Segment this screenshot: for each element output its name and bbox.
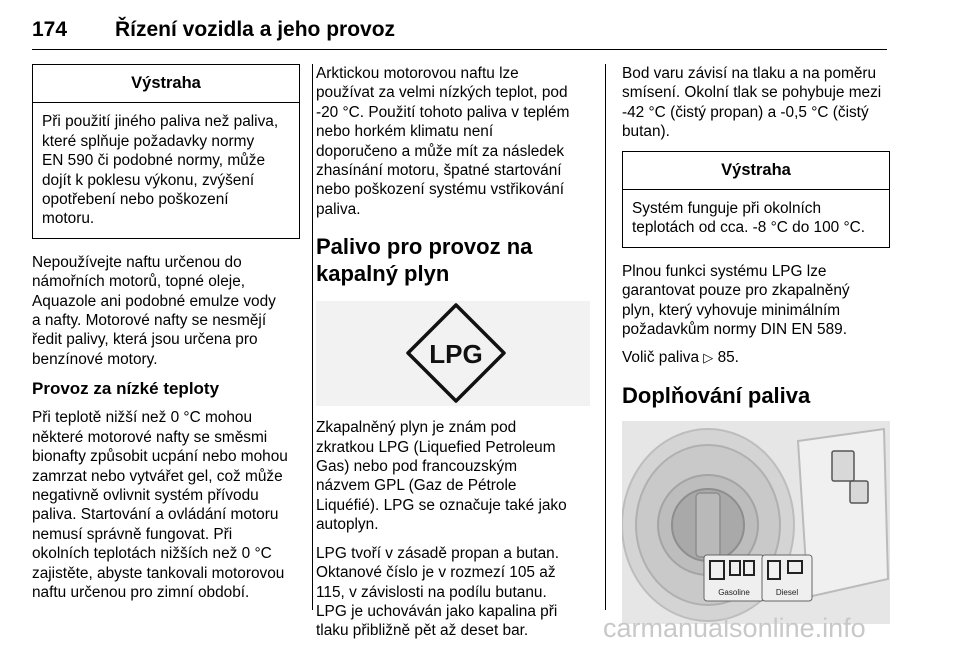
heading-line: Palivo pro provoz na — [316, 234, 533, 260]
text-line: Nepoužívejte naftu určenou do — [32, 253, 242, 271]
diesel-label-sticker: Diesel — [761, 554, 813, 602]
gasoline-label: Gasoline — [718, 588, 750, 597]
page-number: 174 — [32, 18, 68, 41]
text-line: -20 °C. Použití tohoto paliva v teplém — [316, 103, 570, 121]
column-divider — [605, 64, 606, 610]
text-line: požadavkům normy DIN EN 589. — [622, 321, 847, 339]
text-line: benzínové motory. — [32, 350, 158, 368]
fuel-selector-text: Volič paliva — [622, 349, 699, 367]
paragraph: Při teplotě nižší než 0 °C mohou některé… — [32, 408, 300, 602]
text-line: zkratkou LPG (Liquefied Petroleum — [316, 438, 556, 456]
watermark: carmanualsonline.info — [603, 613, 866, 643]
text-line: paliva. Startování a ovládání motoru — [32, 506, 279, 524]
text-line: smísení. Okolní tlak se pohybuje mezi — [622, 84, 882, 102]
paragraph: Zkapalněný plyn je znám pod zkratkou LPG… — [316, 418, 596, 534]
heading-refuelling: Doplňování paliva — [622, 382, 811, 408]
text-line: Liquéfié). LPG se označuje také jako — [316, 496, 567, 514]
warning-line: Systém funguje při okolních — [632, 200, 822, 218]
warning-title: Výstraha — [623, 152, 889, 191]
gasoline-label-sticker: Gasoline — [703, 554, 765, 602]
fuel-filler-illustration: Gasoline Diesel — [622, 420, 890, 624]
column-1: Výstraha Při použití jiného paliva než p… — [32, 64, 300, 611]
text-line: Aquazole ani podobné emulze vody — [32, 292, 276, 310]
paragraph: Bod varu závisí na tlaku a na poměru smí… — [622, 64, 890, 142]
text-line: garantovat pouze pro zkapalněný — [622, 282, 850, 300]
lpg-symbol-figure: LPG — [316, 301, 590, 407]
text-line: autoplyn. — [316, 516, 379, 534]
text-line: nebo poškození systému vstřikování — [316, 181, 565, 199]
text-line: okolních teplotách nižších než 0 °C — [32, 545, 272, 563]
text-line: Plnou funkci systému LPG lze — [622, 262, 827, 280]
heading-lpg-fuel: Palivo pro provoz na kapalný plyn — [316, 233, 596, 287]
text-line: Zkapalněný plyn je znám pod — [316, 419, 517, 437]
warning-text: Při použití jiného paliva než paliva, kt… — [33, 103, 299, 237]
paragraph: LPG tvoří v zásadě propan a butan. Oktan… — [316, 544, 596, 641]
text-line: plyn, který vyhovuje minimálním — [622, 301, 841, 319]
warning-line: dojít k poklesu výkonu, zvýšení — [42, 171, 255, 189]
warning-line: které splňuje požadavky normy — [42, 132, 255, 150]
warning-line: teplotách od cca. -8 °C do 100 °C. — [632, 219, 866, 237]
column-3: Bod varu závisí na tlaku a na poměru smí… — [622, 64, 890, 624]
warning-box: Výstraha Při použití jiného paliva než p… — [32, 64, 300, 239]
text-line: zamrzat nebo vytvářet gel, což může — [32, 467, 283, 485]
fuel-selector-reference: Volič paliva ▷ 85. — [622, 348, 890, 367]
text-line: paliva. — [316, 200, 361, 218]
text-line: zajistěte, abyste tankovali motorovou — [32, 564, 285, 582]
paragraph: Plnou funkci systému LPG lze garantovat … — [622, 262, 890, 340]
paragraph: Nepoužívejte naftu určenou do námořních … — [32, 253, 300, 369]
text-line: nebo horkém klimatu není — [316, 123, 494, 141]
warning-line: opotřebení nebo poškození — [42, 191, 229, 209]
warning-line: Při použití jiného paliva než paliva, — [42, 113, 279, 131]
text-line: používat za velmi nízkých teplot, pod — [316, 84, 568, 102]
header-divider — [32, 49, 887, 50]
subheading-low-temperature: Provoz za nízké teploty — [32, 379, 220, 399]
text-line: tlaku přibližně pět až deset bar. — [316, 622, 529, 640]
page-reference-triangle-icon[interactable]: ▷ — [703, 350, 714, 366]
lpg-diamond-icon: LPG — [406, 303, 506, 403]
text-line: zhasínání motoru, špatné startování — [316, 162, 562, 180]
fuel-filler-flap-photo: Gasoline Diesel — [622, 420, 890, 624]
warning-line: EN 590 či podobné normy, může — [42, 152, 265, 170]
column-2: Arktickou motorovou naftu lze používat z… — [316, 64, 596, 650]
text-line: bionafty způsobit ucpání nebo mohou — [32, 448, 288, 466]
heading-line: kapalný plyn — [316, 261, 450, 287]
text-line: Bod varu závisí na tlaku a na poměru — [622, 65, 877, 82]
text-line: LPG je uchováván jako kapalina při — [316, 602, 558, 620]
warning-line: motoru. — [42, 210, 95, 228]
text-line: některé motorové nafty se směsmi — [32, 428, 268, 446]
column-divider — [312, 64, 313, 610]
text-line: Gas) nebo pod francouzským — [316, 458, 518, 476]
text-line: námořních motorů, topné oleje, — [32, 273, 246, 291]
warning-title: Výstraha — [33, 65, 299, 104]
page-reference-link[interactable]: 85. — [717, 349, 739, 367]
text-line: Při teplotě nižší než 0 °C mohou — [32, 409, 253, 427]
text-line: nemusí správně fungovat. Při — [32, 525, 233, 543]
text-line: ředit palivy, která jsou určena pro — [32, 331, 258, 349]
text-line: negativně ovlivnit systém přívodu — [32, 486, 259, 504]
text-line: 115, v závislosti na podílu butanu. — [316, 583, 547, 601]
text-line: doporučeno a může mít za následek — [316, 142, 565, 160]
text-line: -42 °C (čistý propan) a -0,5 °C (čistý — [622, 103, 869, 121]
lpg-label: LPG — [429, 339, 482, 369]
text-line: LPG tvoří v zásadě propan a butan. — [316, 544, 559, 562]
text-line: a nafty. Motorové nafty se nesmějí — [32, 312, 267, 330]
warning-box: Výstraha Systém funguje při okolních tep… — [622, 150, 890, 248]
page-header: 174 Řízení vozidla a jeho provoz — [32, 18, 887, 50]
text-line: Oktanové číslo je v rozmezí 105 až — [316, 564, 556, 582]
text-line: názvem GPL (Gaz de Pétrole — [316, 477, 517, 495]
paragraph: Arktickou motorovou naftu lze používat z… — [316, 64, 596, 219]
diesel-label: Diesel — [776, 588, 798, 597]
text-line: Arktickou motorovou naftu lze — [316, 65, 519, 82]
text-line: naftu určenou pro zimní období. — [32, 583, 250, 601]
text-line: butan). — [622, 123, 670, 141]
warning-text: Systém funguje při okolních teplotách od… — [623, 190, 889, 247]
chapter-title: Řízení vozidla a jeho provoz — [115, 18, 396, 41]
